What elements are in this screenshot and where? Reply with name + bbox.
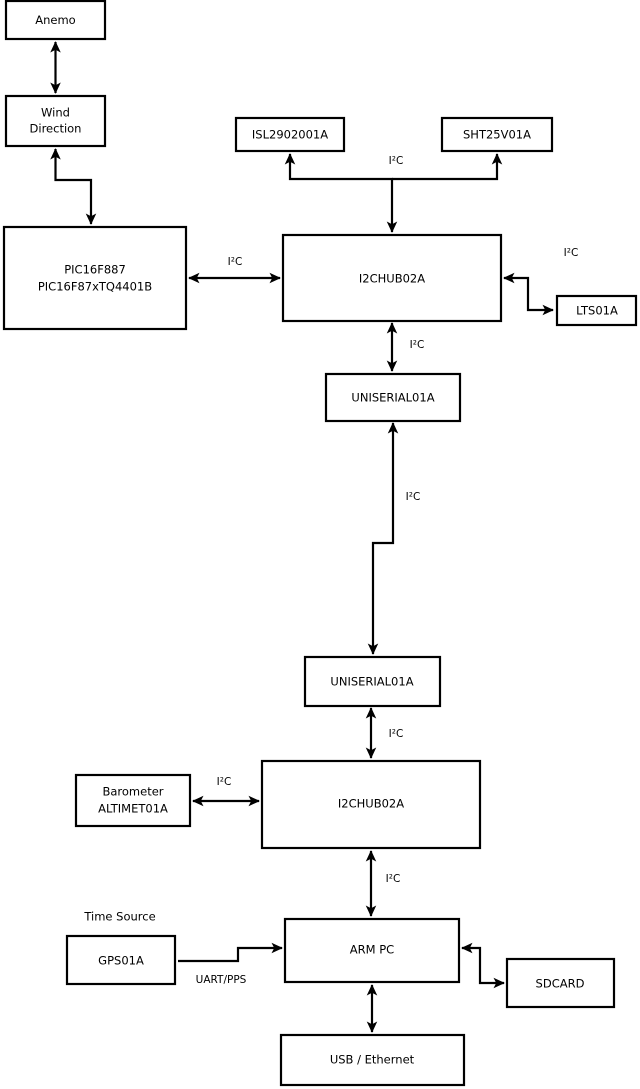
node-usb-ethernet-box[interactable]: [279, 1033, 466, 1087]
edge-i2chub-top-sensors: I²C: [284, 153, 503, 233]
node-arm-pc-box[interactable]: [283, 917, 461, 984]
edge-pic-i2chub-top: I²C: [188, 256, 281, 284]
node-uniserial01a-top-box[interactable]: [324, 372, 462, 423]
node-wind-direction[interactable]: Wind Direction: [4, 94, 107, 148]
node-pic-label-line1: PIC16F887: [64, 263, 126, 277]
node-wind-direction-box[interactable]: [4, 94, 107, 148]
node-sht25v01a-box[interactable]: [440, 116, 554, 153]
node-pic-label-line2: PIC16F87xTQ4401B: [38, 280, 152, 294]
edge-i2chub-top-uniserial-top: I²C: [386, 322, 425, 372]
edge-barometer-i2chub-bottom: I²C: [192, 776, 260, 807]
node-gps01a-box[interactable]: [65, 934, 177, 986]
node-lts01a-label: LTS01A: [576, 304, 618, 318]
node-barometer-label-line1: Barometer: [102, 785, 163, 799]
node-i2chub02a-top[interactable]: I2CHUB02A: [281, 233, 503, 323]
node-i2chub02a-top-label: I2CHUB02A: [359, 272, 425, 286]
node-wind-direction-label-line1: Wind: [41, 106, 70, 120]
node-arm-pc[interactable]: ARM PC: [283, 917, 461, 984]
node-sht25v01a[interactable]: SHT25V01A: [440, 116, 554, 153]
node-uniserial01a-top[interactable]: UNISERIAL01A: [324, 372, 462, 423]
node-uniserial01a-top-label: UNISERIAL01A: [351, 391, 434, 405]
node-i2chub02a-top-box[interactable]: [281, 233, 503, 323]
edge-label-i2chub2-armpc: I²C: [386, 873, 401, 885]
node-arm-pc-label: ARM PC: [350, 943, 394, 957]
node-isl2902001a-label: ISL2902001A: [252, 128, 328, 142]
label-time-source: Time Source: [83, 910, 155, 924]
node-gps01a-label: GPS01A: [98, 954, 144, 968]
node-uniserial01a-bottom-label: UNISERIAL01A: [330, 675, 413, 689]
node-isl2902001a[interactable]: ISL2902001A: [234, 116, 346, 153]
node-lts01a-box[interactable]: [555, 294, 638, 327]
edge-label-i2chub-uniserial: I²C: [410, 339, 425, 351]
edge-gps-armpc: UART/PPS: [178, 942, 283, 986]
node-usb-ethernet[interactable]: USB / Ethernet: [279, 1033, 466, 1087]
edge-label-i2chub-lts: I²C: [564, 247, 579, 259]
node-sdcard[interactable]: SDCARD: [505, 957, 616, 1009]
edge-i2chub-top-lts: I²C: [503, 247, 579, 316]
node-lts01a[interactable]: LTS01A: [555, 294, 638, 327]
node-barometer-altimet01a[interactable]: Barometer ALTIMET01A: [74, 773, 192, 828]
edge-uniserial-top-uniserial-bottom: I²C: [367, 422, 421, 655]
node-uniserial01a-bottom-box[interactable]: [303, 655, 442, 708]
node-sdcard-label: SDCARD: [536, 977, 585, 991]
edge-i2chub-bottom-armpc: I²C: [365, 850, 401, 917]
node-anemo-label: Anemo: [35, 13, 75, 27]
node-anemo[interactable]: Anemo: [4, 0, 107, 41]
node-sht25v01a-label: SHT25V01A: [463, 128, 531, 142]
node-barometer-box[interactable]: [74, 773, 192, 828]
node-usb-ethernet-label: USB / Ethernet: [330, 1053, 415, 1067]
edge-label-pic-i2chub: I²C: [228, 256, 243, 268]
edge-label-i2chub-sensors: I²C: [389, 155, 404, 167]
edge-label-uniserial-i2chub2: I²C: [389, 728, 404, 740]
edge-armpc-sdcard: [461, 942, 505, 989]
node-isl2902001a-box[interactable]: [234, 116, 346, 153]
node-uniserial01a-bottom[interactable]: UNISERIAL01A: [303, 655, 442, 708]
node-wind-direction-label-line2: Direction: [30, 122, 82, 136]
node-i2chub02a-bottom[interactable]: I2CHUB02A: [260, 759, 482, 850]
edge-pic-wind-direction: [50, 148, 97, 225]
node-barometer-label-line2: ALTIMET01A: [98, 802, 168, 816]
node-gps01a[interactable]: GPS01A: [65, 934, 177, 986]
edge-uniserial-bottom-i2chub-bottom: I²C: [365, 707, 404, 759]
edge-label-gps-armpc: UART/PPS: [196, 974, 247, 986]
node-sdcard-box[interactable]: [505, 957, 616, 1009]
node-pic-microcontroller[interactable]: PIC16F887 PIC16F87xTQ4401B: [2, 225, 188, 331]
node-pic-box[interactable]: [2, 225, 188, 331]
node-i2chub02a-bottom-label: I2CHUB02A: [338, 797, 404, 811]
node-i2chub02a-bottom-box[interactable]: [260, 759, 482, 850]
edge-label-uniserial-link: I²C: [406, 491, 421, 503]
edge-label-barometer-i2chub2: I²C: [217, 776, 232, 788]
node-anemo-box[interactable]: [4, 0, 107, 41]
